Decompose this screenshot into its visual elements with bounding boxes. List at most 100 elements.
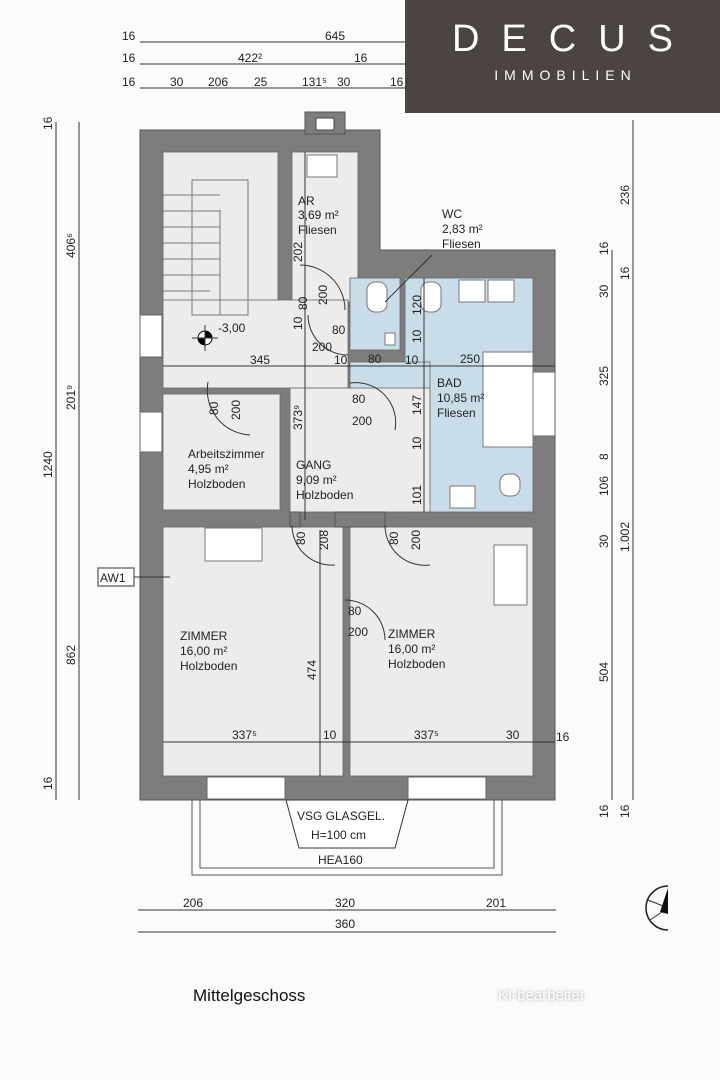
dim-label: 200 — [229, 400, 243, 420]
logo-subtitle: IMMOBILIEN — [494, 67, 637, 83]
room-area: 9,09 m² — [296, 473, 337, 487]
toilet — [420, 281, 442, 313]
room-name: AR — [298, 194, 315, 208]
dim-label: 10 — [323, 728, 337, 742]
level-label: -3,00 — [218, 321, 246, 335]
dim-label: 16 — [122, 75, 136, 89]
room-floor: Holzboden — [180, 659, 237, 673]
sink — [487, 279, 515, 303]
dim-label: 201 — [486, 896, 506, 910]
room-label-bad: BAD 10,85 m² Fliesen — [437, 376, 484, 420]
room-name: ZIMMER — [180, 629, 228, 643]
dim-label: 200 — [352, 414, 372, 428]
sink — [458, 279, 486, 303]
dim-label: 236 — [618, 185, 632, 205]
room-area: 3,69 m² — [298, 208, 339, 222]
wc-toilet — [366, 281, 388, 313]
dim-label: 474 — [305, 660, 319, 680]
dim-label: 16 — [597, 804, 611, 818]
wc-sink — [384, 332, 396, 346]
dim-label: 16 — [122, 51, 136, 65]
dim-label: 10 — [334, 353, 348, 367]
room-label-wc: WC 2,83 m² Fliesen — [384, 207, 483, 303]
room-floor: Holzboden — [388, 657, 445, 671]
dim-label: 30 — [337, 75, 351, 89]
room-gang — [289, 387, 431, 513]
desk — [493, 544, 528, 606]
dim-label: 206 — [183, 896, 203, 910]
room-label-arbeitszimmer: Arbeitszimmer 4,95 m² Holzboden — [188, 447, 265, 491]
wall-stub — [334, 511, 386, 528]
glass-height-label: H=100 cm — [311, 828, 366, 842]
dim-label: 106 — [597, 476, 611, 496]
dim-label: 30 — [506, 728, 520, 742]
dim-label: 10 — [291, 316, 305, 330]
dim-label: 320 — [335, 896, 355, 910]
room-name: ZIMMER — [388, 627, 436, 641]
dim-label: 10 — [410, 329, 424, 343]
room-name: WC — [442, 207, 462, 221]
dim-label: 80 — [368, 352, 382, 366]
dim-label: 200 — [312, 340, 332, 354]
room-label-gang: GANG 9,09 m² Holzboden — [296, 458, 353, 502]
dim-label: 80 — [332, 323, 346, 337]
room-area: 2,83 m² — [442, 222, 483, 236]
dim-label: 337⁵ — [414, 728, 439, 742]
dim-label: 30 — [597, 284, 611, 298]
dim-label: 25 — [254, 75, 268, 89]
dim-label: 16 — [597, 241, 611, 255]
dim-label: 504 — [597, 662, 611, 682]
room-name: GANG — [296, 458, 331, 472]
room-area: 16,00 m² — [388, 642, 435, 656]
dim-label: 30 — [170, 75, 184, 89]
dim-label: 208 — [317, 530, 331, 550]
room-zimmer-1 — [162, 526, 344, 777]
decus-logo: DECUS IMMOBILIEN — [405, 0, 720, 113]
room-area: 4,95 m² — [188, 462, 229, 476]
room-label-zimmer-1: ZIMMER 16,00 m² Holzboden — [180, 629, 237, 673]
room-name: BAD — [437, 376, 462, 390]
dim-label: 147 — [410, 395, 424, 415]
dim-label: 373⁹ — [291, 405, 305, 430]
dim-label: 645 — [325, 29, 345, 43]
dim-label: 337⁵ — [232, 728, 257, 742]
bottom-dimensions: 206 320 201 360 — [138, 896, 556, 933]
dim-label: 406⁶ — [64, 233, 78, 258]
dim-label: 1.002 — [618, 522, 632, 552]
floor-title: Mittelgeschoss — [193, 986, 306, 1005]
dim-label: 325 — [597, 366, 611, 386]
glass-label: VSG GLASGEL. — [297, 809, 385, 823]
dim-label: 202 — [291, 242, 305, 262]
windows — [139, 314, 556, 800]
room-arbeitszimmer — [162, 393, 281, 511]
staircase — [163, 179, 249, 316]
dim-label: 200 — [348, 625, 368, 639]
north-arrow-icon — [645, 885, 669, 931]
dim-label: 80 — [352, 392, 366, 406]
right-dimensions: 16 30 325 8 106 30 504 16 236 16 1.002 1… — [597, 120, 634, 818]
desk — [204, 527, 263, 562]
dim-label: 101 — [410, 485, 424, 505]
logo-brand: DECUS — [451, 18, 696, 60]
left-dimensions: 16 1240 16 406⁶ 201⁹ 862 — [41, 116, 80, 800]
dim-label: 131⁵ — [302, 75, 327, 89]
door-swings — [206, 264, 431, 641]
room-area: 16,00 m² — [180, 644, 227, 658]
dim-label: 8 — [597, 453, 611, 460]
dim-label: 200 — [409, 530, 423, 550]
dim-label: 201⁹ — [64, 385, 78, 410]
dim-label: 80 — [348, 604, 362, 618]
dim-label: 16 — [556, 730, 570, 744]
room-label-zimmer-2: ZIMMER 16,00 m² Holzboden — [388, 627, 445, 671]
appliance — [306, 154, 338, 178]
toilet — [499, 473, 521, 497]
wall-stub — [289, 511, 301, 528]
room-floor: Fliesen — [437, 406, 476, 420]
dim-label: 250 — [460, 352, 480, 366]
room-name: Arbeitszimmer — [188, 447, 265, 461]
balcony: VSG GLASGEL. H=100 cm HEA160 — [191, 799, 503, 876]
washbasin — [449, 485, 476, 509]
room-floor: Fliesen — [298, 223, 337, 237]
